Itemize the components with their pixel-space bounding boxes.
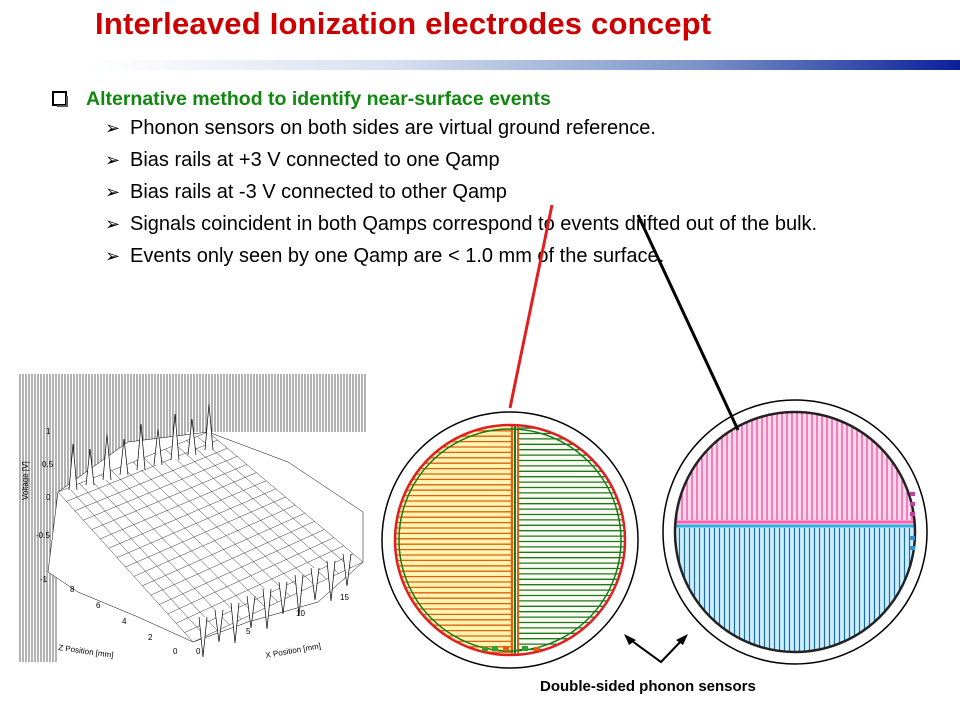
- right-connector-pads: [910, 492, 915, 550]
- main-bullet: Alternative method to identify near-surf…: [52, 88, 932, 111]
- arrow-bullet-icon: ➢: [105, 214, 121, 234]
- bullet-list: Alternative method to identify near-surf…: [52, 88, 932, 277]
- y-tick: -0.5: [36, 531, 50, 540]
- x-tick: 5: [246, 627, 251, 636]
- caption-bracket: [627, 637, 685, 664]
- x-tick: 10: [296, 609, 305, 618]
- slide-title: Interleaved Ionization electrodes concep…: [95, 6, 712, 41]
- title-underline: [90, 60, 960, 70]
- z-tick: 2: [148, 633, 153, 642]
- arrow-bullet-icon: ➢: [105, 182, 121, 202]
- arrow-bullet-icon: ➢: [105, 246, 121, 266]
- sub-bullet: ➢ Events only seen by one Qamp are < 1.0 …: [52, 245, 932, 268]
- sub-bullet: ➢ Phonon sensors on both sides are virtua…: [52, 117, 932, 140]
- y-tick: 0: [46, 493, 51, 502]
- left-connector-pads: [482, 646, 540, 651]
- y-tick: 1: [46, 427, 51, 436]
- sub-bullet-text: Bias rails at +3 V connected to one Qamp: [130, 149, 500, 171]
- sub-bullet: ➢ Bias rails at +3 V connected to one Qam…: [52, 149, 932, 172]
- main-bullet-text: Alternative method to identify near-surf…: [86, 88, 551, 110]
- z-tick: 4: [122, 617, 127, 626]
- bracket-arrowhead-left: [624, 634, 636, 645]
- plot-zlabel: Z Position [mm]: [58, 643, 114, 660]
- y-tick: -1: [40, 575, 48, 584]
- y-tick: 0.5: [42, 460, 54, 469]
- sub-bullet-text: Signals coincident in both Qamps corresp…: [130, 213, 818, 235]
- z-tick: 8: [70, 585, 75, 594]
- checkbox-bullet-icon: [52, 91, 68, 107]
- z-tick: 0: [173, 647, 178, 656]
- phonon-sensor-diagrams: [381, 399, 928, 669]
- sub-bullet-text: Events only seen by one Qamp are < 1.0 m…: [130, 245, 665, 267]
- sub-bullet: ➢ Signals coincident in both Qamps corres…: [52, 213, 932, 236]
- surface-mesh: [57, 431, 364, 643]
- plot-xlabel: X Position [mm]: [265, 641, 322, 660]
- bracket-arrowhead-right: [676, 634, 688, 645]
- title-bar: Interleaved Ionization electrodes concep…: [0, 0, 960, 58]
- arrow-bullet-icon: ➢: [105, 150, 121, 170]
- right-detector: [662, 399, 928, 665]
- left-detector: [381, 411, 639, 669]
- voltage-surface-plot: Voltage [V] 1 0.5 0 -0.5 -1 8 6 4 2 0 0 …: [19, 374, 366, 662]
- surface-spikes: [68, 403, 352, 658]
- figure-caption: Double-sided phonon sensors: [540, 678, 756, 695]
- sub-bullet-text: Phonon sensors on both sides are virtual…: [130, 117, 656, 139]
- arrow-bullet-icon: ➢: [105, 118, 121, 138]
- sub-bullet-text: Bias rails at -3 V connected to other Qa…: [130, 181, 507, 203]
- pink-sensor-channels: [676, 412, 913, 520]
- x-tick: 0: [196, 647, 201, 656]
- sub-bullet: ➢ Bias rails at -3 V connected to other Q…: [52, 181, 932, 204]
- plot-ylabel: Voltage [V]: [21, 461, 30, 500]
- x-tick: 15: [340, 593, 349, 602]
- z-tick: 6: [96, 601, 101, 610]
